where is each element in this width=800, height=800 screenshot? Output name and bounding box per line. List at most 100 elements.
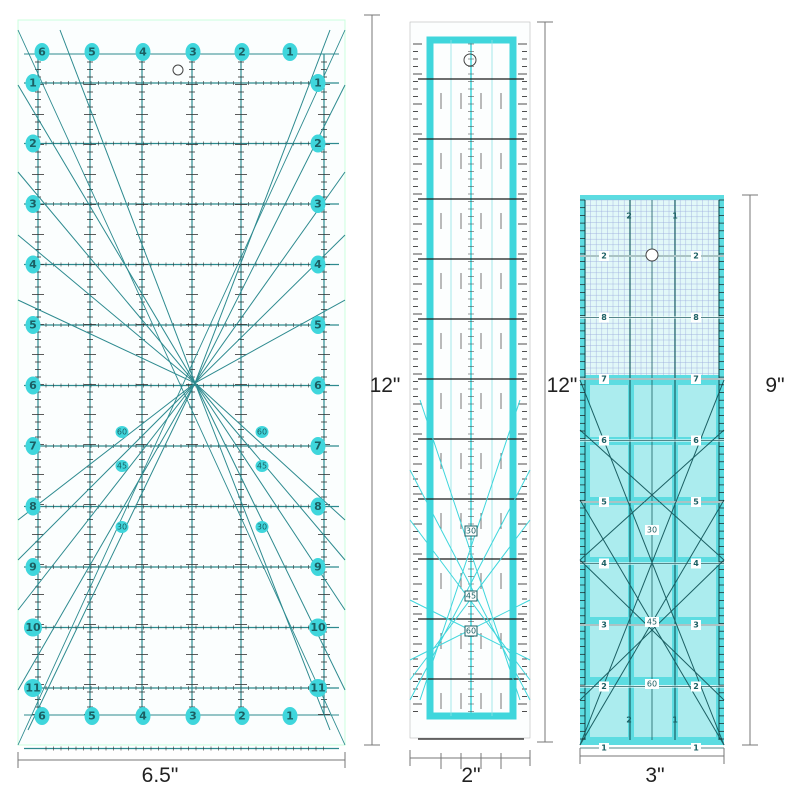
number-badge xyxy=(25,74,41,92)
bottom-number-label: 1 xyxy=(672,716,678,725)
angle-label: 60 xyxy=(257,428,267,437)
angle-line xyxy=(194,382,346,521)
grid-cell xyxy=(634,445,672,497)
grid-cell xyxy=(634,625,672,677)
bottom-number-label: 1 xyxy=(286,710,294,723)
angle-box xyxy=(464,590,478,602)
angle-line xyxy=(17,299,196,384)
grid-cell xyxy=(590,685,628,737)
side-number-right: 10 xyxy=(310,621,326,634)
number-badge xyxy=(599,312,609,323)
angle-line xyxy=(579,429,725,561)
side-number-label: 3 xyxy=(601,621,607,630)
angle-label: 45 xyxy=(647,618,657,627)
side-number-label: 8 xyxy=(601,313,607,322)
angle-box xyxy=(464,525,478,537)
number-badge xyxy=(310,497,326,516)
bottom-number-label: 2 xyxy=(626,716,632,725)
top-number-label: 2 xyxy=(626,212,632,221)
bottom-number-label: 5 xyxy=(88,710,96,723)
top-number-label: 1 xyxy=(286,46,294,59)
ruler-b-width-label: 2" xyxy=(461,764,480,787)
number-badge xyxy=(310,134,326,153)
number-badge xyxy=(310,195,326,213)
angle-line xyxy=(17,382,196,691)
angle-line xyxy=(409,469,531,701)
angle-badge xyxy=(115,460,129,472)
angle-line xyxy=(17,234,196,384)
number-badge xyxy=(599,435,609,446)
angle-label: 45 xyxy=(257,462,267,471)
angle-line xyxy=(17,84,196,384)
grid-cell xyxy=(634,385,672,437)
angle-label: 30 xyxy=(647,526,657,535)
side-number-left: 9 xyxy=(29,561,37,574)
angle-line xyxy=(17,382,196,611)
number-badge xyxy=(282,43,298,61)
number-badge xyxy=(25,255,41,274)
number-badge xyxy=(599,620,609,630)
grid-cell xyxy=(678,445,716,497)
ruler-a-width-label: 6.5" xyxy=(142,764,179,787)
angle-label: 30 xyxy=(257,523,267,532)
ruler-a-height-label: 12" xyxy=(370,374,401,397)
number-badge xyxy=(310,74,326,92)
number-badge xyxy=(599,743,609,753)
angle-badge xyxy=(255,521,269,533)
side-number-left: 11 xyxy=(25,682,40,695)
number-badge xyxy=(309,618,327,637)
side-number-left: 8 xyxy=(29,500,37,513)
number-badge xyxy=(25,437,41,455)
number-badge xyxy=(25,316,41,334)
number-badge xyxy=(310,376,326,395)
angle-line xyxy=(27,382,196,731)
number-badge xyxy=(25,376,41,395)
number-badge xyxy=(691,743,701,753)
side-number-label: 8 xyxy=(693,313,699,322)
angle-line xyxy=(17,382,196,561)
side-number-label: 2 xyxy=(601,252,607,261)
number-badge xyxy=(84,707,100,725)
angle-line xyxy=(194,382,346,691)
side-number-label: 1 xyxy=(693,744,699,753)
angle-line xyxy=(17,382,196,521)
side-number-label: 2 xyxy=(693,252,699,261)
angle-badge xyxy=(255,460,269,472)
angle-line xyxy=(194,382,346,561)
hanging-hole xyxy=(172,64,184,76)
side-number-label: 7 xyxy=(601,375,607,384)
number-badge xyxy=(691,435,701,446)
top-number-label: 1 xyxy=(672,212,678,221)
number-badge xyxy=(25,497,41,516)
side-number-right: 11 xyxy=(310,682,325,695)
grid-cell xyxy=(678,685,716,737)
grid-cell xyxy=(678,505,716,557)
side-number-right: 9 xyxy=(314,561,322,574)
side-number-label: 3 xyxy=(693,621,699,630)
number-badge xyxy=(135,707,151,725)
grid-cell xyxy=(634,565,672,617)
number-badge xyxy=(34,707,50,725)
side-number-left: 10 xyxy=(25,621,41,634)
side-number-right: 8 xyxy=(314,500,322,513)
side-number-label: 6 xyxy=(693,436,699,445)
number-badge xyxy=(691,558,701,569)
number-badge xyxy=(185,707,201,725)
angle-line xyxy=(194,382,331,731)
side-number-label: 7 xyxy=(693,375,699,384)
number-badge xyxy=(599,558,609,569)
number-badge xyxy=(310,255,326,274)
number-badge xyxy=(24,679,42,697)
number-badge xyxy=(309,679,327,697)
side-number-label: 5 xyxy=(601,498,607,507)
angle-badge xyxy=(645,525,659,535)
angle-line xyxy=(579,559,725,701)
side-number-label: 1 xyxy=(601,744,607,753)
diagonal-line xyxy=(17,29,346,746)
side-number-label: 4 xyxy=(693,559,699,568)
grid-cell xyxy=(678,625,716,677)
number-badge xyxy=(310,437,326,455)
